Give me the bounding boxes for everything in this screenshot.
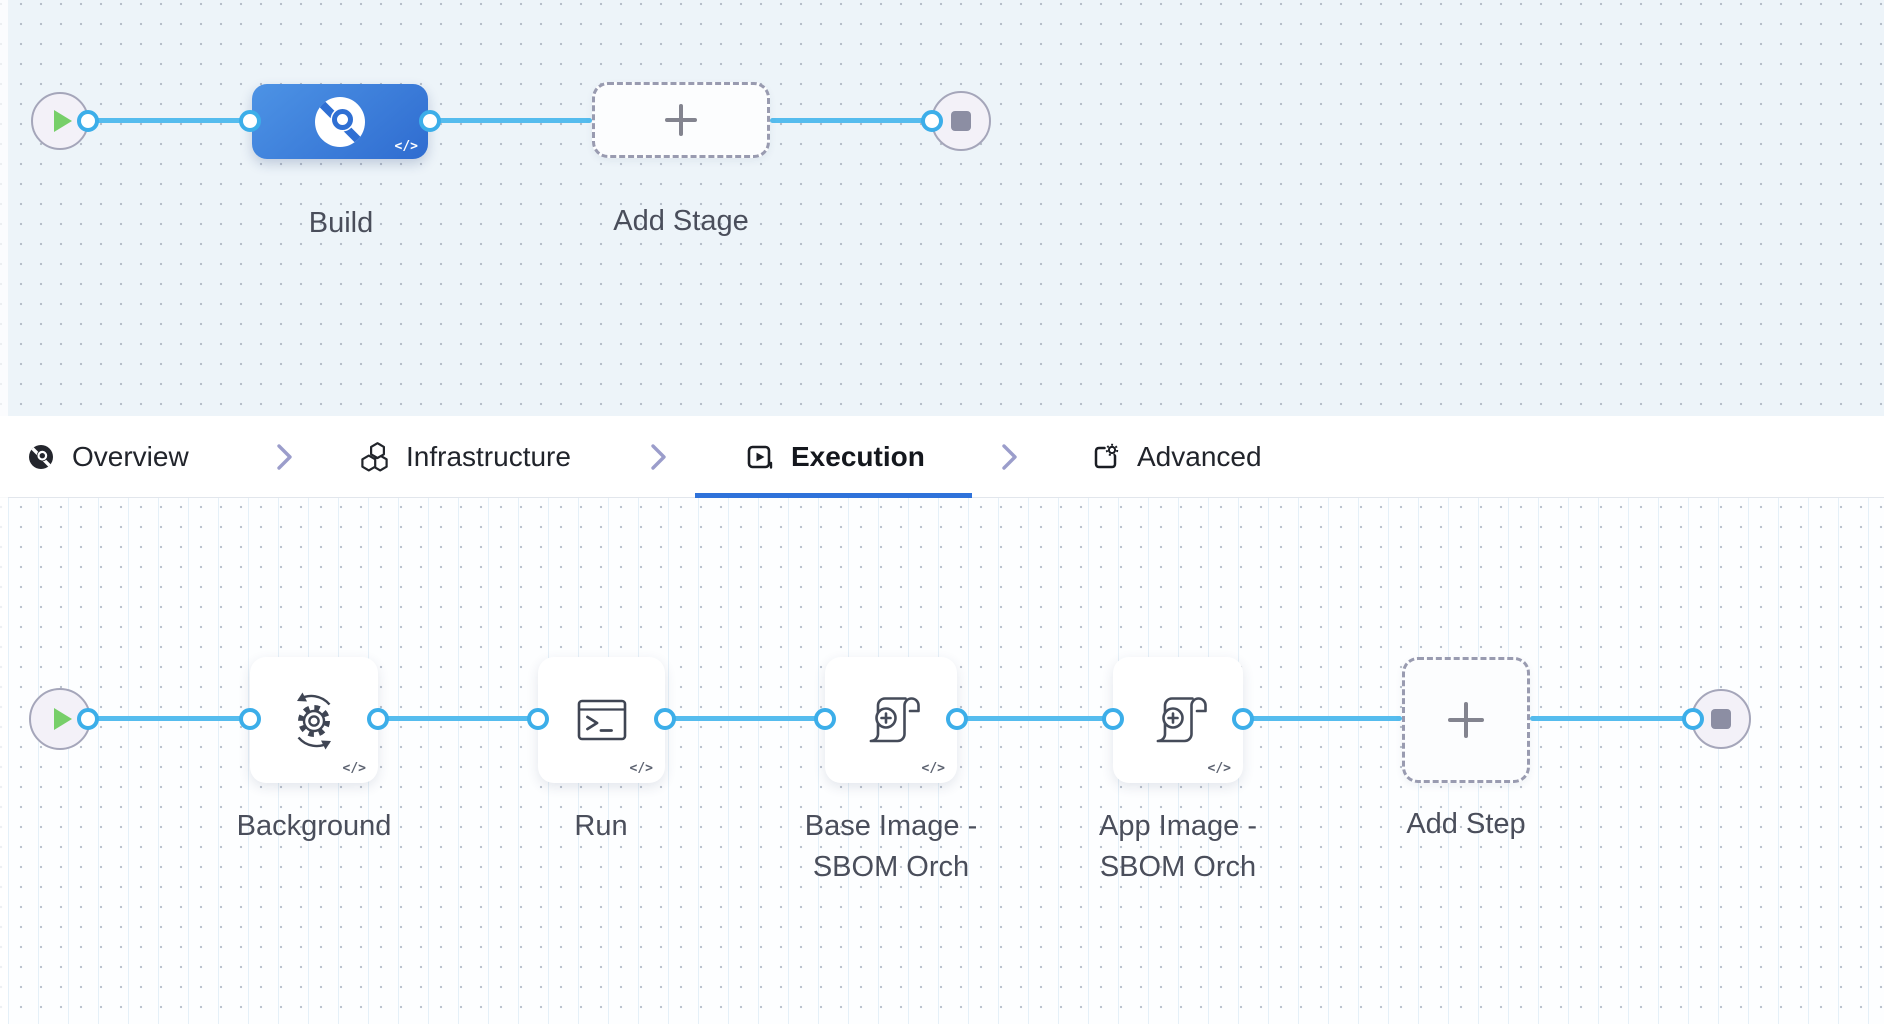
- step-node-background[interactable]: </>: [250, 657, 378, 783]
- edge-background-to-run: [378, 716, 538, 721]
- end-in-port[interactable]: [921, 110, 943, 132]
- edge-addstage-to-end: [770, 118, 932, 123]
- add-stage-node[interactable]: [592, 82, 770, 158]
- stage-canvas[interactable]: </> Build Add Stage: [0, 0, 1884, 416]
- build-out-port[interactable]: [419, 110, 441, 132]
- tab-infrastructure[interactable]: Infrastructure: [358, 416, 571, 497]
- service-gear-icon: [282, 688, 346, 752]
- tab-label: Execution: [791, 440, 925, 472]
- step-in-port[interactable]: [1102, 708, 1124, 730]
- canvas-left-gutter: [0, 0, 8, 1024]
- step-node-base-image-sbom[interactable]: </>: [825, 657, 957, 783]
- start-out-port[interactable]: [77, 708, 99, 730]
- scroll-plus-icon: [1146, 688, 1210, 752]
- edge-addstep-to-end: [1530, 716, 1693, 721]
- tab-label: Overview: [72, 440, 189, 472]
- step-out-port[interactable]: [946, 708, 968, 730]
- stage-node-build[interactable]: </>: [252, 84, 428, 159]
- edge-appimage-to-addstep: [1243, 716, 1402, 721]
- add-stage-label: Add Stage: [613, 205, 749, 237]
- active-tab-indicator: [695, 493, 972, 498]
- step-out-port[interactable]: [654, 708, 676, 730]
- tab-execution[interactable]: Execution: [745, 416, 925, 497]
- add-step-node[interactable]: [1402, 657, 1530, 783]
- edge-build-to-addstage: [430, 118, 592, 123]
- stage-label: Build: [308, 207, 374, 239]
- step-in-port[interactable]: [527, 708, 549, 730]
- card-gear-icon: [1091, 443, 1119, 471]
- stop-icon: [1711, 709, 1731, 729]
- plus-icon: [664, 103, 698, 137]
- end-in-port[interactable]: [1682, 708, 1704, 730]
- tab-advanced[interactable]: Advanced: [1091, 416, 1262, 497]
- tab-label: Advanced: [1137, 440, 1262, 472]
- hexagons-icon: [358, 441, 388, 472]
- stop-icon: [951, 111, 971, 131]
- ci-build-icon: [28, 444, 54, 470]
- play-icon: [54, 708, 72, 730]
- terminal-icon: [572, 694, 632, 746]
- step-node-run[interactable]: </>: [538, 657, 665, 783]
- play-icon: [54, 110, 72, 132]
- tab-label: Infrastructure: [406, 440, 571, 472]
- step-out-port[interactable]: [367, 708, 389, 730]
- yaml-badge: </>: [921, 761, 945, 776]
- yaml-badge: </>: [342, 761, 366, 776]
- step-out-port[interactable]: [1232, 708, 1254, 730]
- chevron-right-icon: [276, 442, 294, 472]
- ci-build-icon: [312, 94, 368, 150]
- step-label: Base Image - SBOM Orch: [804, 810, 978, 883]
- tab-overview[interactable]: Overview: [28, 416, 189, 497]
- step-label: Background: [236, 810, 392, 842]
- pipeline-end-node[interactable]: [931, 91, 991, 151]
- step-label: Run: [574, 810, 628, 842]
- execution-canvas[interactable]: </> </>: [0, 498, 1884, 1024]
- yaml-badge: </>: [629, 761, 653, 776]
- edge-start-to-background: [88, 716, 250, 721]
- plus-icon: [1447, 701, 1485, 739]
- stage-config-tabbar: Overview Infrastructure: [0, 416, 1884, 498]
- edge-baseimage-to-appimage: [957, 716, 1113, 721]
- execution-start-node[interactable]: [29, 688, 91, 750]
- build-in-port[interactable]: [239, 110, 261, 132]
- yaml-badge: </>: [1207, 761, 1231, 776]
- step-label: App Image - SBOM Orch: [1099, 810, 1257, 883]
- yaml-badge: </>: [394, 139, 418, 154]
- play-card-icon: [745, 443, 773, 471]
- edge-run-to-baseimage: [665, 716, 825, 721]
- step-in-port[interactable]: [239, 708, 261, 730]
- chevron-right-icon: [1001, 442, 1019, 472]
- start-out-port[interactable]: [77, 110, 99, 132]
- chevron-right-icon: [650, 442, 668, 472]
- step-node-app-image-sbom[interactable]: </>: [1113, 657, 1243, 783]
- add-step-label: Add Step: [1406, 808, 1526, 840]
- edge-start-to-build: [88, 118, 250, 123]
- scroll-plus-icon: [859, 688, 923, 752]
- step-in-port[interactable]: [814, 708, 836, 730]
